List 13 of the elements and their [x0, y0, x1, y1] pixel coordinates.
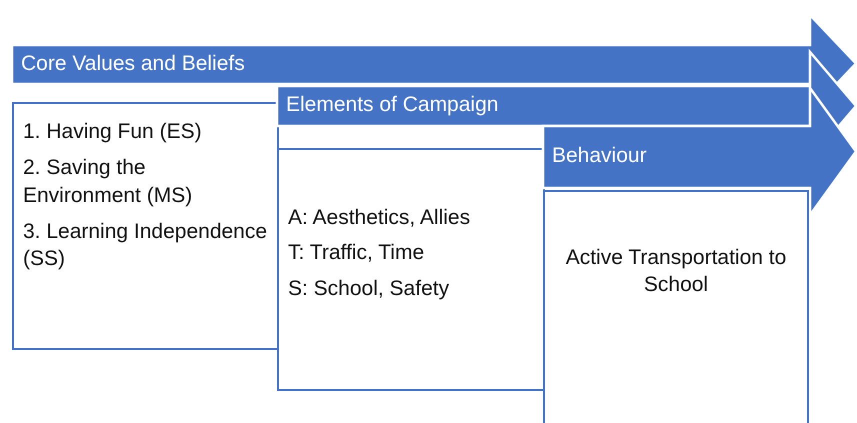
stage-heading: Core Values and Beliefs — [21, 52, 245, 76]
content-box — [543, 190, 809, 423]
list-item: 1. Having Fun (ES) — [23, 119, 203, 145]
list-item: 3. Learning Independence (SS) — [23, 218, 268, 272]
list-item: S: School, Safety — [288, 276, 450, 302]
list-item: T: Traffic, Time — [288, 240, 426, 266]
list-item: 2. Saving the Environment (MS) — [23, 155, 194, 209]
content-box — [277, 148, 545, 391]
stage-heading: Behaviour — [552, 144, 647, 168]
stage-heading: Elements of Campaign — [286, 93, 498, 117]
content-box — [12, 102, 279, 350]
list-item: Active Transportation to School — [564, 245, 788, 298]
list-item: A: Aesthetics, Allies — [288, 205, 472, 231]
